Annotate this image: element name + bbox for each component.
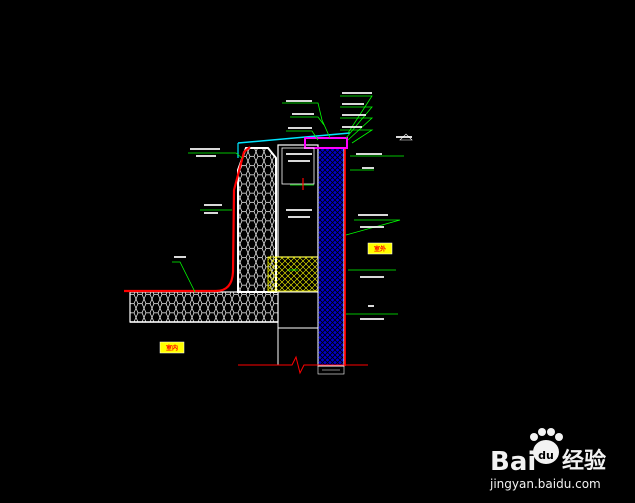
lower-block [277, 291, 319, 365]
watermark-logo-mark: du [538, 449, 554, 462]
tag-outdoor-label: 室外 [374, 245, 386, 253]
paw-icon [530, 428, 563, 464]
slope-arrow [399, 133, 413, 141]
wall-cap [304, 137, 348, 149]
baidu-watermark: Bai du 经验 jingyan.baidu.com [489, 428, 606, 491]
tag-indoor-label: 室内 [166, 344, 178, 352]
dimension-bottom [317, 365, 345, 375]
waterproof-membrane [124, 146, 346, 366]
watermark-logo-text-2: 经验 [562, 448, 606, 474]
column-top-box [281, 147, 315, 185]
leader-lines [172, 95, 404, 315]
watermark-logo-text: Bai [490, 447, 536, 477]
insulation-block [267, 256, 319, 292]
tag-indoor: 室内 [159, 341, 185, 354]
annotation-marks [174, 92, 412, 320]
floor-slab [129, 291, 279, 323]
parapet-upstand [237, 147, 277, 293]
tag-outdoor: 室外 [367, 242, 393, 255]
coping-flashing [237, 132, 351, 158]
baseline [238, 355, 368, 375]
exterior-wall [317, 147, 345, 367]
watermark-url: jingyan.baidu.com [489, 477, 601, 491]
